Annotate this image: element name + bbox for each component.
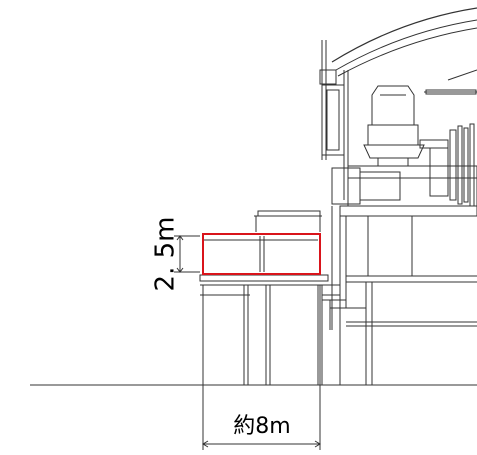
width-dimension-label: 約8m (233, 414, 290, 439)
height-dimension-label: 2. 5m (151, 217, 181, 292)
width-dimension (202, 440, 321, 448)
height-dimension (174, 235, 200, 273)
highlighted-room (202, 233, 321, 275)
main-structure (319, 7, 477, 385)
